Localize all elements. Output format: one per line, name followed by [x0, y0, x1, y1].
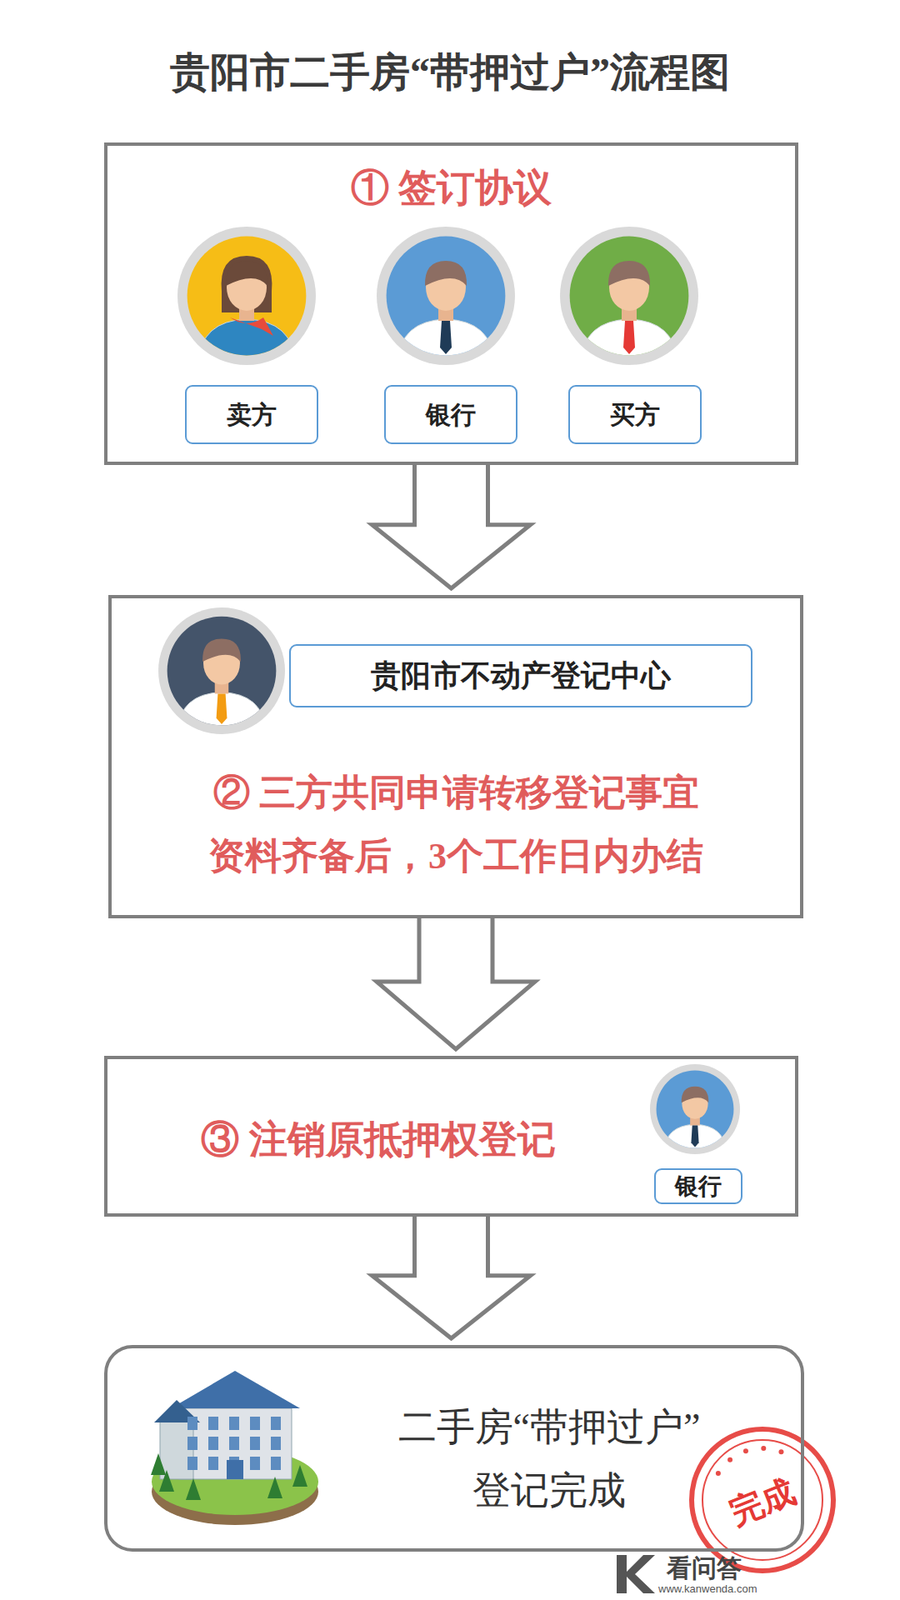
shape	[270, 1456, 281, 1470]
result-box: 二手房“带押过户” 登记完成	[104, 1345, 805, 1552]
shape	[267, 1476, 283, 1499]
shape	[425, 260, 467, 286]
flow-arrow	[372, 462, 531, 589]
role-label: 卖方	[186, 397, 317, 432]
shape	[386, 236, 506, 356]
role-label: 买方	[570, 397, 700, 432]
watermark-url: www.kanwenda.com	[658, 1582, 758, 1595]
person-avatar	[376, 226, 515, 365]
step-box: ② 三方共同申请转移登记事宜资料齐备后，3个工作日内办结 贵阳市不动产登记中心	[108, 595, 804, 919]
shape	[250, 1436, 260, 1450]
shape	[179, 1408, 292, 1480]
person-avatar	[158, 607, 285, 735]
house-illustration	[150, 1370, 319, 1525]
shape	[608, 260, 650, 286]
stamp-text: 完成	[711, 1463, 815, 1540]
shape	[760, 1445, 766, 1451]
shape	[229, 1416, 240, 1430]
shape	[158, 607, 285, 735]
shape	[656, 1070, 735, 1149]
role-label: 贵阳市不动产登记中心	[290, 655, 751, 697]
shape	[623, 320, 635, 355]
diagram-title: 贵阳市二手房“带押过户”流程图	[0, 45, 900, 100]
role-label: 银行	[655, 1170, 741, 1203]
person-avatar	[650, 1064, 740, 1155]
shape	[663, 1124, 726, 1153]
role-tag: 买方	[568, 385, 702, 445]
result-text: 登记完成	[336, 1465, 762, 1517]
shape	[570, 236, 690, 356]
shape	[187, 1436, 198, 1450]
shape	[397, 260, 495, 363]
step-heading: ② 三方共同申请转移登记事宜	[111, 768, 800, 818]
shape	[187, 1456, 198, 1470]
flow-arrow	[372, 1214, 531, 1339]
shape	[177, 226, 316, 365]
shape	[208, 1436, 219, 1450]
shape	[376, 226, 515, 365]
shape	[681, 1086, 710, 1104]
role-tag: 卖方	[185, 385, 319, 445]
person-avatar	[177, 226, 316, 365]
shape	[270, 1416, 281, 1430]
step-box: ③ 注销原抵押权登记银行	[104, 1055, 799, 1217]
step-note: 资料齐备后，3个工作日内办结	[111, 831, 800, 881]
shape	[202, 639, 241, 662]
shape	[743, 1448, 749, 1454]
shape	[616, 1555, 655, 1594]
shape	[229, 1436, 240, 1450]
role-tag: 贵阳市不动产登记中心	[289, 644, 753, 708]
shape	[208, 1416, 219, 1430]
shape	[778, 1449, 784, 1455]
step-box: ① 签订协议卖方 银行 买方	[104, 142, 799, 465]
flow-arrow	[376, 915, 535, 1050]
shape	[230, 317, 274, 336]
shape	[177, 692, 266, 733]
shape	[250, 1416, 260, 1430]
shape	[208, 1456, 219, 1470]
shape	[727, 1457, 733, 1463]
role-tag: 银行	[384, 385, 518, 445]
shape	[702, 1440, 823, 1560]
shape	[226, 1460, 244, 1480]
shape	[250, 1456, 260, 1470]
watermark-logo	[616, 1555, 655, 1594]
shape	[650, 1064, 740, 1155]
shape	[440, 320, 452, 355]
shape	[187, 1416, 198, 1430]
role-tag: 银行	[654, 1168, 743, 1205]
step-heading: ① 签订协议	[107, 162, 795, 215]
step-heading: ③ 注销原抵押权登记	[107, 1114, 650, 1166]
watermark: 看问答	[666, 1551, 742, 1586]
shape	[221, 255, 273, 313]
person-avatar	[560, 226, 699, 365]
shape	[560, 226, 699, 365]
shape	[170, 1370, 300, 1409]
shape	[198, 319, 295, 363]
shape	[690, 1125, 699, 1148]
shape	[185, 1478, 201, 1500]
shape	[167, 616, 277, 726]
shape	[663, 1086, 726, 1153]
shape	[198, 255, 295, 363]
shape	[225, 260, 268, 286]
shape	[292, 1465, 308, 1487]
role-label: 银行	[385, 397, 516, 432]
shape	[150, 1453, 166, 1475]
result-text: 二手房“带押过户”	[336, 1401, 762, 1454]
shape	[216, 693, 228, 725]
shape	[177, 639, 266, 733]
shape	[715, 1470, 721, 1476]
shape	[580, 260, 678, 363]
shape	[580, 319, 678, 363]
shape	[397, 319, 495, 363]
shape	[270, 1436, 281, 1450]
